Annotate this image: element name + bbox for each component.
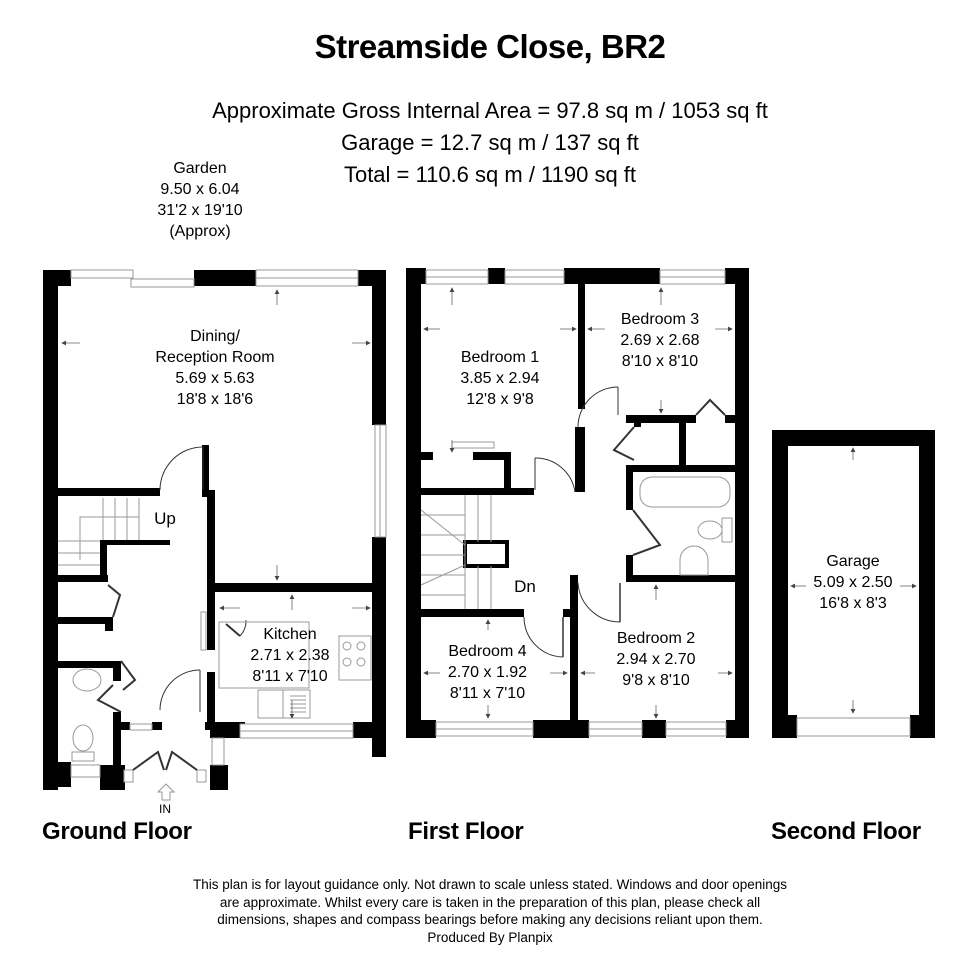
- ground-floor-walls: [43, 270, 386, 790]
- garage-walls: [772, 430, 935, 738]
- garden-note: (Approx): [169, 223, 231, 240]
- room-name: Kitchen: [263, 626, 317, 643]
- room-dining-reception: Dining/ Reception Room 5.69 x 5.63 18'8 …: [130, 326, 300, 410]
- dimension-arrows: [61, 287, 917, 719]
- room-garage: Garage 5.09 x 2.50 16'8 x 8'3: [800, 551, 906, 614]
- producer-credit: Produced By Planpix: [427, 929, 553, 945]
- room-metric: 5.69 x 5.63: [175, 370, 255, 387]
- disclaimer: This plan is for layout guidance only. N…: [0, 876, 980, 946]
- room-imperial: 8'10 x 8'10: [621, 353, 699, 370]
- room-kitchen: Kitchen 2.71 x 2.38 8'11 x 7'10: [240, 624, 340, 687]
- room-metric: 5.09 x 2.50: [813, 574, 893, 591]
- room-name: Dining/: [190, 328, 240, 345]
- room-imperial: 18'8 x 18'6: [176, 391, 254, 408]
- entrance-arrow-icon: [156, 783, 176, 801]
- room-imperial: 9'8 x 8'10: [622, 672, 690, 689]
- room-imperial: 12'8 x 9'8: [466, 391, 534, 408]
- room-bedroom-3: Bedroom 3 2.69 x 2.68 8'10 x 8'10: [600, 309, 720, 372]
- garage-door: [796, 717, 911, 737]
- garage-area: Garage = 12.7 sq m / 137 sq ft: [341, 130, 639, 155]
- first-floor-fixtures: [420, 441, 733, 609]
- room-name: Garage: [826, 553, 880, 570]
- room-metric: 2.71 x 2.38: [250, 647, 330, 664]
- room-name-cont: Reception Room: [155, 349, 275, 366]
- room-bedroom-4: Bedroom 4 2.70 x 1.92 8'11 x 7'10: [430, 641, 545, 704]
- room-bedroom-2: Bedroom 2 2.94 x 2.70 9'8 x 8'10: [596, 628, 716, 691]
- disclaimer-line: are approximate. Whilst every care is ta…: [219, 894, 761, 910]
- gross-internal-area: Approximate Gross Internal Area = 97.8 s…: [212, 98, 768, 123]
- room-name: Bedroom 4: [448, 643, 527, 660]
- ground-floor-doors: [96, 446, 247, 771]
- garden-name: Garden: [173, 160, 227, 177]
- entrance-label: IN: [159, 802, 171, 816]
- room-bedroom-1: Bedroom 1 3.85 x 2.94 12'8 x 9'8: [440, 347, 560, 410]
- plan-title: Streamside Close, BR2: [314, 28, 666, 65]
- room-imperial: 8'11 x 7'10: [449, 685, 526, 702]
- room-metric: 3.85 x 2.94: [460, 370, 540, 387]
- room-name: Bedroom 2: [616, 630, 696, 647]
- room-imperial: 8'11 x 7'10: [252, 668, 328, 685]
- room-metric: 2.70 x 1.92: [447, 664, 528, 681]
- floor-label-first: First Floor: [408, 818, 524, 845]
- room-metric: 2.69 x 2.68: [620, 332, 700, 349]
- stairs-down-label: Dn: [514, 577, 536, 596]
- floor-label-ground: Ground Floor: [42, 818, 192, 845]
- first-floor-walls: [406, 268, 749, 738]
- disclaimer-line: dimensions, shapes and compass bearings …: [217, 912, 763, 927]
- total-area: Total = 110.6 sq m / 1190 sq ft: [343, 162, 637, 187]
- garden-imperial: 31'2 x 19'10: [157, 202, 243, 219]
- first-floor-windows: [425, 269, 727, 737]
- room-imperial: 16'8 x 8'3: [819, 595, 887, 612]
- room-name: Bedroom 3: [620, 311, 700, 328]
- floor-label-second: Second Floor: [771, 818, 921, 845]
- ground-floor-fixtures: [58, 498, 372, 762]
- stairs-up-label: Up: [154, 509, 176, 528]
- room-name: Bedroom 1: [460, 349, 540, 366]
- garden-label: Garden 9.50 x 6.04 31'2 x 19'10 (Approx): [120, 158, 280, 242]
- disclaimer-line: This plan is for layout guidance only. N…: [192, 877, 788, 892]
- room-metric: 2.94 x 2.70: [616, 651, 696, 668]
- first-floor-doors: [523, 386, 726, 658]
- garden-metric: 9.50 x 6.04: [160, 181, 240, 198]
- ground-floor-windows: [70, 269, 387, 783]
